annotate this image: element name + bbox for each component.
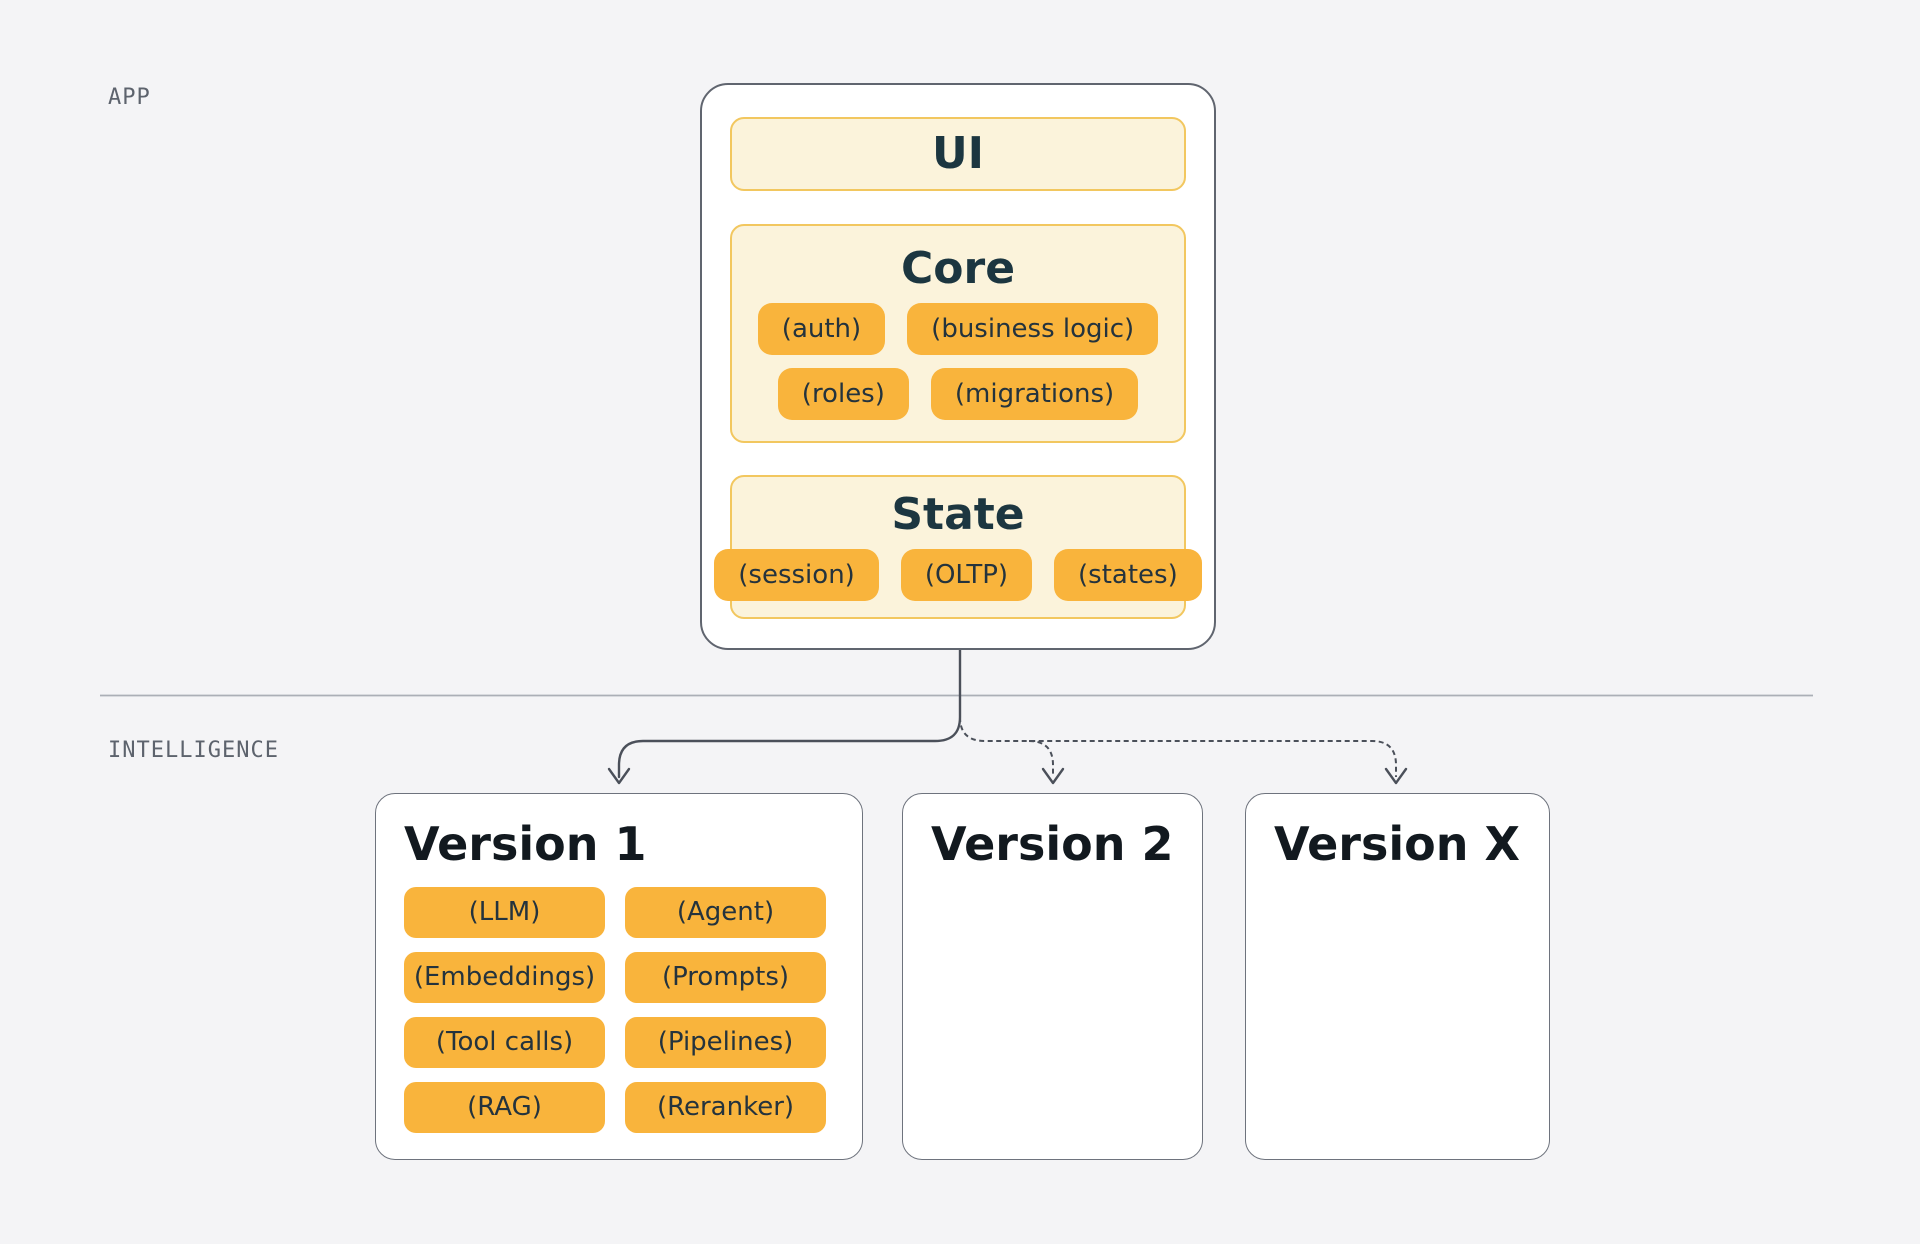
arrowhead-version2-icon — [1041, 767, 1065, 785]
pill-agent: (Agent) — [625, 886, 826, 938]
version-x-card: Version X — [1245, 793, 1550, 1160]
version-1-pills: (LLM) (Agent) (Embeddings) (Prompts) (To… — [404, 886, 834, 1133]
pill-rag: (RAG) — [404, 1081, 605, 1133]
pill-roles: (roles) — [777, 368, 909, 421]
core-pill-row: (roles) (migrations) — [758, 368, 1158, 421]
pill-oltp: (OLTP) — [900, 549, 1033, 602]
version-1-card: Version 1 (LLM) (Agent) (Embeddings) (Pr… — [375, 793, 863, 1160]
core-section-title: Core — [900, 242, 1016, 294]
ui-section-title: UI — [931, 127, 985, 179]
pill-prompts: (Prompts) — [625, 951, 826, 1003]
zone-label-app: APP — [108, 85, 151, 110]
version-x-title: Version X — [1274, 817, 1520, 871]
connector-dashed-version2 — [1028, 740, 1054, 777]
core-section: Core (auth) (business logic) (roles) (mi… — [730, 224, 1186, 443]
version-2-card: Version 2 — [902, 793, 1203, 1160]
connector-solid-version1 — [617, 648, 962, 779]
pill-reranker: (Reranker) — [625, 1081, 826, 1133]
version-1-title: Version 1 — [404, 817, 647, 871]
app-card: UI Core (auth) (business logic) (roles) … — [700, 83, 1216, 650]
arrowhead-version1-icon — [607, 767, 631, 785]
connector-dashed-versionx — [959, 716, 1397, 777]
pill-session: (session) — [714, 549, 879, 602]
pill-llm: (LLM) — [404, 886, 605, 938]
state-section: State (session) (OLTP) (states) — [714, 475, 1202, 619]
state-pill-row: (session) (OLTP) (states) — [714, 549, 1202, 602]
state-section-title: State — [891, 488, 1025, 540]
pill-pipelines: (Pipelines) — [625, 1016, 826, 1068]
pill-migrations: (migrations) — [930, 368, 1139, 421]
pill-tool-calls: (Tool calls) — [404, 1016, 605, 1068]
pill-states: (states) — [1054, 549, 1202, 602]
core-pill-row: (auth) (business logic) — [757, 303, 1159, 356]
ui-section: UI — [730, 117, 1186, 191]
pill-business-logic: (business logic) — [907, 303, 1159, 356]
state-pill-rows: (session) (OLTP) (states) — [714, 549, 1202, 602]
zone-label-intelligence: INTELLIGENCE — [108, 738, 279, 763]
version-2-title: Version 2 — [931, 817, 1174, 871]
pill-auth: (auth) — [757, 303, 886, 356]
arrowhead-versionx-icon — [1384, 767, 1408, 785]
pill-embeddings: (Embeddings) — [404, 951, 605, 1003]
core-pill-rows: (auth) (business logic) (roles) (migrati… — [757, 303, 1159, 421]
